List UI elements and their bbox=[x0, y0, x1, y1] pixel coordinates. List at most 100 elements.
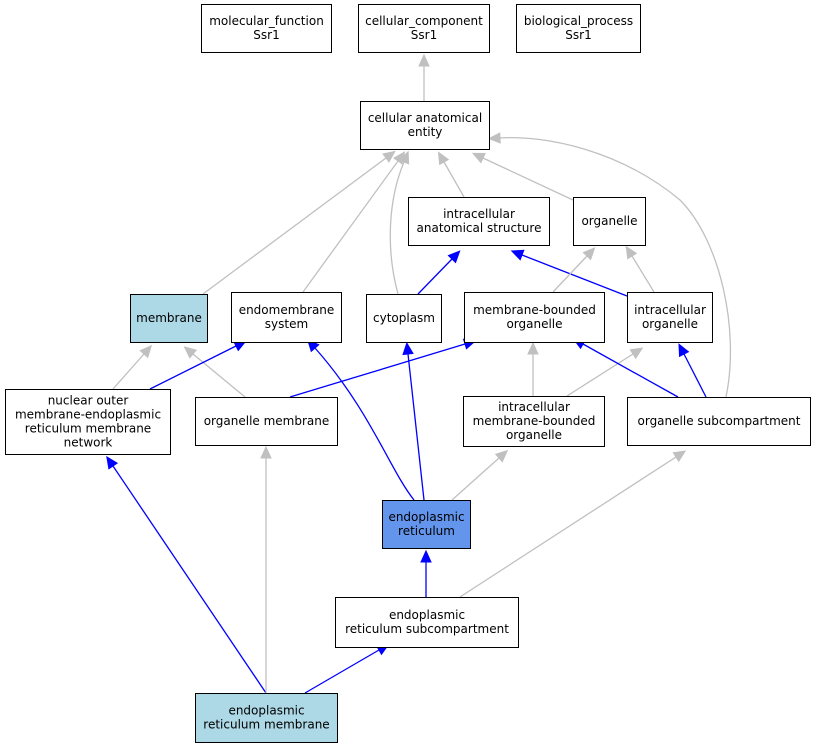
edge-intracellular-anatomical-structure-to-cellular-anatomical-entity-arrowhead bbox=[437, 151, 450, 166]
edge-intracellular-organelle-to-organelle-arrowhead bbox=[625, 245, 638, 260]
edge-organelle-membrane-to-membrane bbox=[192, 353, 246, 398]
edge-endoplasmic-reticulum-to-intracellular-membrane-bounded-organelle bbox=[451, 457, 500, 501]
node-box-molecular-function bbox=[201, 4, 332, 53]
edge-nuclear-outer-membrane-er-network-to-membrane-arrowhead bbox=[139, 344, 153, 359]
node-membrane: membrane bbox=[130, 294, 208, 343]
edge-cellular-anatomical-entity-to-cellular-component-arrowhead bbox=[418, 53, 430, 67]
node-box-nuclear-outer-membrane-er-network bbox=[5, 389, 171, 455]
node-label-cellular-component-line-1: cellular_component bbox=[365, 14, 483, 28]
edge-membrane-bounded-organelle-to-organelle bbox=[552, 255, 588, 293]
node-box-organelle-membrane bbox=[195, 397, 338, 446]
edge-endoplasmic-reticulum-to-cytoplasm-arrowhead bbox=[402, 341, 414, 356]
edge-er-membrane-to-nuclear-outer-membrane-er-network-arrowhead bbox=[106, 455, 119, 470]
edge-organelle-subcompartment-to-cellular-anatomical-entity-arrowhead bbox=[487, 132, 501, 144]
node-label-intracellular-organelle-line-1: intracellular bbox=[634, 303, 706, 317]
node-label-molecular-function-line-2: Ssr1 bbox=[253, 28, 279, 42]
node-label-er-membrane-line-1: endoplasmic bbox=[228, 703, 304, 717]
node-box-membrane-bounded-organelle bbox=[464, 292, 605, 343]
node-label-organelle-membrane-line-1: organelle membrane bbox=[204, 414, 330, 428]
node-label-intracellular-membrane-bounded-organelle-line-2: membrane-bounded bbox=[473, 414, 596, 428]
node-box-organelle-subcompartment bbox=[627, 397, 811, 446]
node-box-er-subcompartment bbox=[335, 597, 519, 648]
node-label-nuclear-outer-membrane-er-network-line-1: nuclear outer bbox=[48, 393, 129, 407]
edge-nuclear-outer-membrane-er-network-to-membrane bbox=[112, 353, 145, 390]
edge-organelle-subcompartment-to-membrane-bounded-organelle bbox=[582, 343, 679, 398]
node-label-cytoplasm-line-1: cytoplasm bbox=[373, 311, 435, 325]
edge-er-subcompartment-to-endoplasmic-reticulum-arrowhead bbox=[420, 549, 432, 563]
edge-endoplasmic-reticulum-to-cytoplasm bbox=[407, 353, 425, 501]
node-box-membrane bbox=[130, 294, 208, 343]
edge-cytoplasm-to-intracellular-anatomical-structure bbox=[417, 258, 453, 295]
edge-er-subcompartment-to-organelle-subcompartment bbox=[459, 456, 677, 598]
edge-intracellular-organelle-to-intracellular-anatomical-structure bbox=[521, 254, 628, 297]
node-label-nuclear-outer-membrane-er-network-line-2: membrane-endoplasmic bbox=[15, 407, 161, 421]
edge-intracellular-organelle-to-organelle bbox=[631, 255, 655, 293]
node-label-endoplasmic-reticulum-line-2: reticulum bbox=[398, 524, 455, 538]
edge-organelle-membrane-to-membrane-arrowhead bbox=[183, 346, 198, 359]
node-label-intracellular-anatomical-structure-line-2: anatomical structure bbox=[417, 221, 542, 235]
nodes-layer: molecular_functionSsr1cellular_component… bbox=[5, 4, 811, 743]
edge-endoplasmic-reticulum-to-endomembrane-system bbox=[314, 347, 415, 501]
node-nuclear-outer-membrane-er-network: nuclear outermembrane-endoplasmicreticul… bbox=[5, 389, 171, 455]
node-label-er-subcompartment-line-2: reticulum subcompartment bbox=[345, 622, 509, 636]
node-organelle-subcompartment: organelle subcompartment bbox=[627, 397, 811, 446]
node-label-nuclear-outer-membrane-er-network-line-4: network bbox=[64, 435, 113, 449]
edge-endoplasmic-reticulum-to-intracellular-membrane-bounded-organelle-arrowhead bbox=[494, 449, 509, 463]
node-organelle: organelle bbox=[573, 197, 646, 246]
node-label-biological-process-line-2: Ssr1 bbox=[565, 28, 591, 42]
edge-intracellular-membrane-bounded-organelle-to-membrane-bounded-organelle-arrowhead bbox=[527, 341, 539, 355]
node-box-intracellular-membrane-bounded-organelle bbox=[463, 396, 605, 447]
edge-endomembrane-system-to-cellular-anatomical-entity bbox=[302, 160, 399, 293]
node-label-er-subcompartment-line-1: endoplasmic bbox=[389, 608, 465, 622]
edge-organelle-to-cellular-anatomical-entity bbox=[482, 157, 574, 201]
node-label-molecular-function-line-1: molecular_function bbox=[209, 14, 324, 28]
node-box-endoplasmic-reticulum bbox=[382, 500, 471, 549]
node-box-biological-process bbox=[516, 4, 641, 53]
edge-intracellular-membrane-bounded-organelle-to-intracellular-organelle bbox=[566, 353, 634, 397]
node-label-membrane-bounded-organelle-line-2: organelle bbox=[506, 317, 562, 331]
node-label-organelle-line-1: organelle bbox=[581, 214, 637, 228]
node-label-membrane-line-1: membrane bbox=[136, 311, 202, 325]
node-box-cellular-anatomical-entity bbox=[360, 101, 490, 150]
edge-organelle-subcompartment-to-intracellular-organelle-arrowhead bbox=[678, 343, 690, 358]
node-label-membrane-bounded-organelle-line-1: membrane-bounded bbox=[473, 303, 596, 317]
node-box-intracellular-organelle bbox=[627, 292, 713, 343]
edge-cytoplasm-to-cellular-anatomical-entity-arrowhead bbox=[398, 150, 410, 165]
node-cytoplasm: cytoplasm bbox=[366, 294, 442, 343]
edge-cytoplasm-to-cellular-anatomical-entity bbox=[389, 161, 405, 295]
node-organelle-membrane: organelle membrane bbox=[195, 397, 338, 446]
node-label-biological-process-line-1: biological_process bbox=[524, 14, 633, 28]
edge-er-subcompartment-to-organelle-subcompartment-arrowhead bbox=[672, 450, 687, 463]
node-label-intracellular-membrane-bounded-organelle-line-3: organelle bbox=[506, 428, 562, 442]
edge-organelle-to-cellular-anatomical-entity-arrowhead bbox=[471, 152, 486, 164]
node-label-er-membrane-line-2: reticulum membrane bbox=[203, 717, 329, 731]
node-box-intracellular-anatomical-structure bbox=[408, 197, 550, 246]
node-label-organelle-subcompartment-line-1: organelle subcompartment bbox=[638, 414, 801, 428]
edge-cytoplasm-to-intracellular-anatomical-structure-arrowhead bbox=[447, 250, 461, 264]
node-label-nuclear-outer-membrane-er-network-line-3: reticulum membrane bbox=[25, 421, 151, 435]
edge-membrane-to-cellular-anatomical-entity-arrowhead bbox=[382, 150, 396, 163]
node-label-intracellular-organelle-line-2: organelle bbox=[642, 317, 698, 331]
edge-er-membrane-to-nuclear-outer-membrane-er-network bbox=[112, 465, 267, 694]
edge-membrane-bounded-organelle-to-organelle-arrowhead bbox=[582, 247, 596, 261]
edge-er-membrane-to-organelle-membrane-arrowhead bbox=[260, 445, 272, 459]
node-label-cellular-anatomical-entity-line-1: cellular anatomical bbox=[368, 111, 482, 125]
edge-membrane-to-cellular-anatomical-entity bbox=[202, 157, 387, 295]
node-label-endoplasmic-reticulum-line-1: endoplasmic bbox=[388, 510, 464, 524]
edge-organelle-subcompartment-to-intracellular-organelle bbox=[683, 353, 707, 398]
edge-organelle-membrane-to-membrane-bounded-organelle bbox=[289, 343, 466, 398]
node-box-organelle bbox=[573, 197, 646, 246]
